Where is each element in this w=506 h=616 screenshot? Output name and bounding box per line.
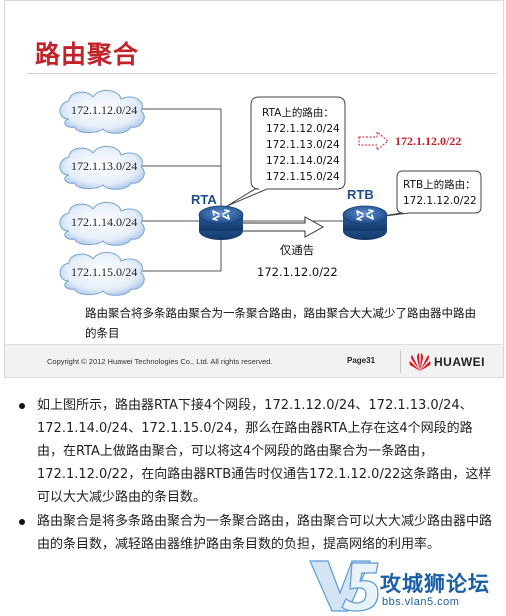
network-label-1: 172.1.12.0/24	[71, 103, 138, 117]
network-diagram	[59, 90, 482, 296]
slide-caption: 路由聚合将多条路由聚合为一条聚合路由，路由聚合大大减少了路由器中路由的条目	[85, 306, 476, 340]
rtb-table-title: RTB上的路由：	[403, 179, 476, 191]
bullet-item: 路由聚合是将多条路由聚合为一条聚合路由，路由聚合可以大大减少路由器中路由的条目数…	[16, 510, 496, 556]
network-label-2: 172.1.13.0/24	[71, 159, 138, 173]
cloud-network-3	[59, 202, 145, 246]
rta-routing-table: RTA上的路由： 172.1.12.0/24 172.1.13.0/24 172…	[262, 105, 340, 185]
bullet-list: 如上图所示，路由器RTA下接4个网段，172.1.12.0/24、172.1.1…	[16, 394, 496, 557]
rta-table-title: RTA上的路由：	[262, 107, 334, 119]
slide: 路由聚合	[4, 0, 504, 378]
page-number: Page31	[347, 356, 376, 365]
rtb-route: 172.1.12.0/22	[403, 195, 477, 207]
huawei-brand: HUAWEI	[434, 355, 485, 369]
watermark-text: 攻城狮论坛	[380, 572, 490, 596]
router-rtb	[342, 205, 388, 240]
router-rta	[198, 205, 244, 240]
bullet-text: 如上图所示，路由器RTA下接4个网段，172.1.12.0/24、172.1.1…	[37, 398, 492, 505]
rta-route: 172.1.12.0/24	[266, 123, 340, 135]
vlan5-watermark-logo-icon	[309, 560, 379, 612]
only-advertise-text: 仅通告	[279, 243, 315, 257]
network-links	[135, 108, 345, 272]
bullet-item: 如上图所示，路由器RTA下接4个网段，172.1.12.0/24、172.1.1…	[16, 394, 496, 509]
bullet-dot-icon	[19, 403, 25, 409]
rta-route: 172.1.13.0/24	[266, 139, 340, 151]
cloud-network-4	[59, 252, 145, 296]
rta-route: 172.1.14.0/24	[266, 155, 340, 167]
network-label-3: 172.1.14.0/24	[71, 215, 138, 229]
rtb-callout	[376, 170, 482, 218]
network-label-4: 172.1.15.0/24	[71, 265, 138, 279]
rtb-label: RTB	[347, 187, 374, 202]
aggregate-route-label: 172.1.12.0/22	[395, 134, 462, 148]
cloud-network-2	[59, 146, 145, 190]
aggregate-arrow	[358, 130, 389, 152]
footer-divider	[400, 351, 401, 373]
copyright-text: Copyright © 2012 Huawei Technologies Co.…	[47, 357, 273, 366]
title-divider	[27, 73, 497, 74]
rtb-routing-table: RTB上的路由： 172.1.12.0/22	[403, 177, 477, 209]
cloud-network-1	[59, 90, 145, 134]
slide-title: 路由聚合	[35, 40, 140, 69]
advertise-arrow	[240, 216, 325, 238]
rta-route: 172.1.15.0/24	[266, 171, 340, 183]
huawei-logo-icon	[409, 353, 431, 371]
bullet-text: 路由聚合是将多条路由聚合为一条聚合路由，路由聚合可以大大减少路由器中路由的条目数…	[37, 514, 493, 552]
bullet-dot-icon	[19, 519, 25, 525]
slide-footer: Copyright © 2012 Huawei Technologies Co.…	[5, 344, 503, 377]
rta-label: RTA	[191, 192, 217, 207]
advertised-route: 172.1.12.0/22	[257, 265, 338, 279]
advertise-label: 仅通告 172.1.12.0/22	[257, 239, 338, 283]
rta-callout	[226, 96, 346, 207]
watermark-url: bbs.vlan5.com	[382, 596, 460, 608]
